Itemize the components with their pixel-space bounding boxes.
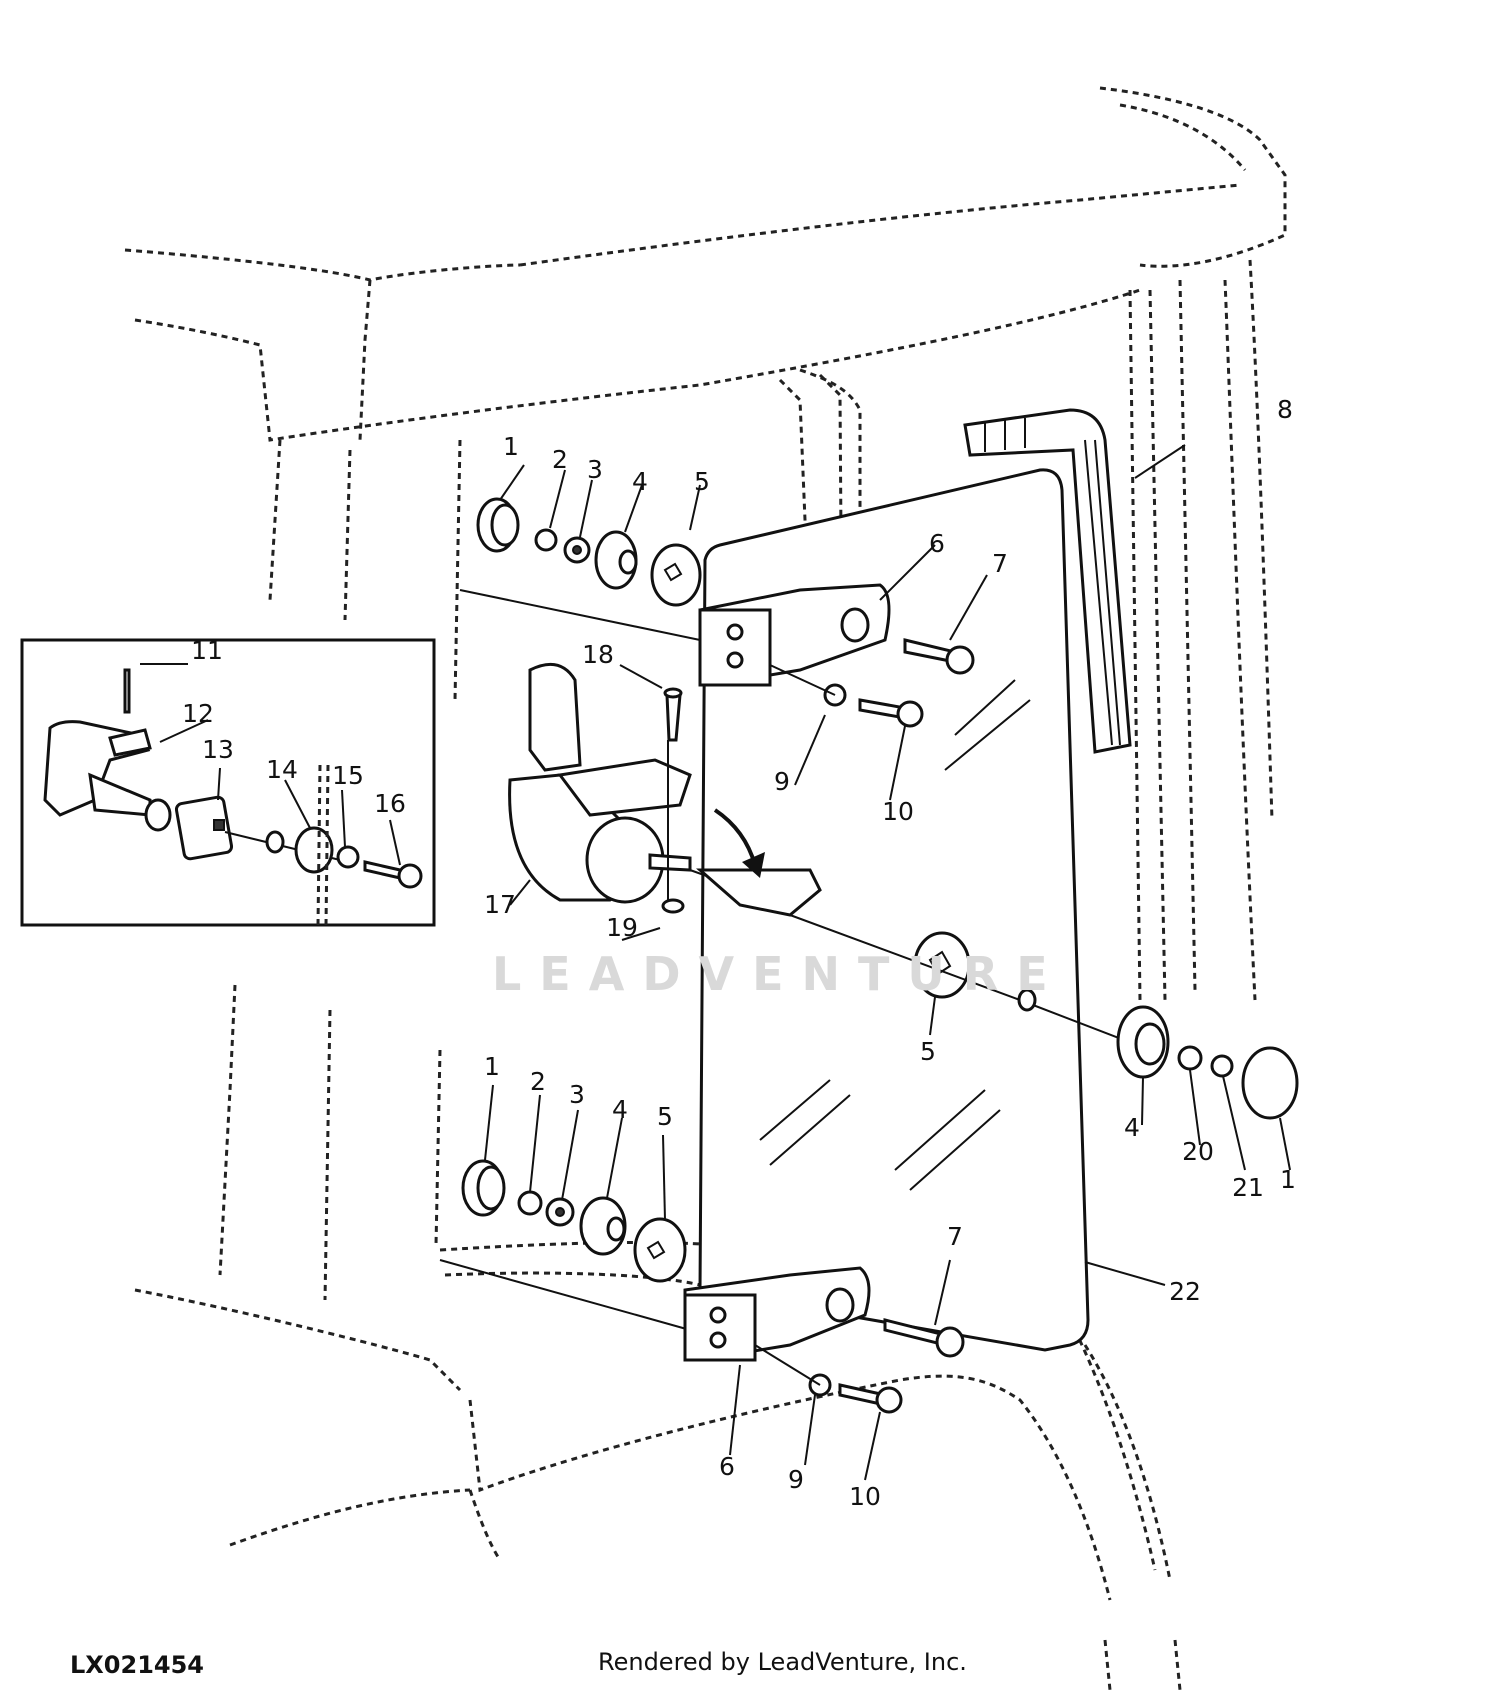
- callout-c2a: 2: [552, 445, 568, 474]
- side-window-glass: [698, 468, 1090, 1352]
- inset-detail-box: [20, 638, 436, 927]
- lower-hinge-assembly: [439, 1159, 965, 1414]
- callout-c5a: 5: [694, 467, 710, 496]
- callout-c3a: 3: [587, 455, 603, 484]
- callout-c13: 13: [202, 735, 234, 764]
- callout-c4a: 4: [632, 467, 648, 496]
- callout-c22: 22: [1169, 1277, 1201, 1306]
- callout-c17: 17: [484, 890, 516, 919]
- callout-c5c: 5: [657, 1102, 673, 1131]
- callout-c10b: 10: [849, 1482, 881, 1511]
- callout-c1c: 1: [484, 1052, 500, 1081]
- weather-seal: [963, 408, 1132, 754]
- callout-c2c: 2: [530, 1067, 546, 1096]
- callout-c18: 18: [582, 640, 614, 669]
- watermark-text: LEADVENTURE: [492, 947, 1066, 1001]
- figure-id: LX021454: [70, 1651, 204, 1679]
- callout-c5b: 5: [920, 1037, 936, 1066]
- callout-c12: 12: [182, 699, 214, 728]
- callout-c6b: 6: [719, 1452, 735, 1481]
- callout-c4b: 4: [1124, 1113, 1140, 1142]
- callout-c7b: 7: [947, 1222, 963, 1251]
- callout-c1b: 1: [1280, 1165, 1296, 1194]
- callout-c3c: 3: [569, 1080, 585, 1109]
- latch-fasteners: [789, 914, 1299, 1120]
- callout-c14: 14: [266, 755, 298, 784]
- callout-c19: 19: [606, 913, 638, 942]
- callout-c1a: 1: [503, 432, 519, 461]
- callout-c16: 16: [374, 789, 406, 818]
- callout-c15: 15: [332, 761, 364, 790]
- callout-c21: 21: [1232, 1173, 1264, 1202]
- callout-c10a: 10: [882, 797, 914, 826]
- callout-c9a: 9: [774, 767, 790, 796]
- leader-lines: [140, 444, 1291, 1481]
- latch-handle: [508, 662, 822, 917]
- callout-c9b: 9: [788, 1465, 804, 1494]
- callout-c20: 20: [1182, 1137, 1214, 1166]
- callout-c6a: 6: [929, 529, 945, 558]
- render-credit: Rendered by LeadVenture, Inc.: [598, 1648, 967, 1676]
- callout-c11: 11: [191, 636, 223, 665]
- callout-c8: 8: [1277, 395, 1293, 424]
- callout-c4c: 4: [612, 1095, 628, 1124]
- callout-c7a: 7: [992, 549, 1008, 578]
- upper-hinge-assembly: [459, 497, 975, 728]
